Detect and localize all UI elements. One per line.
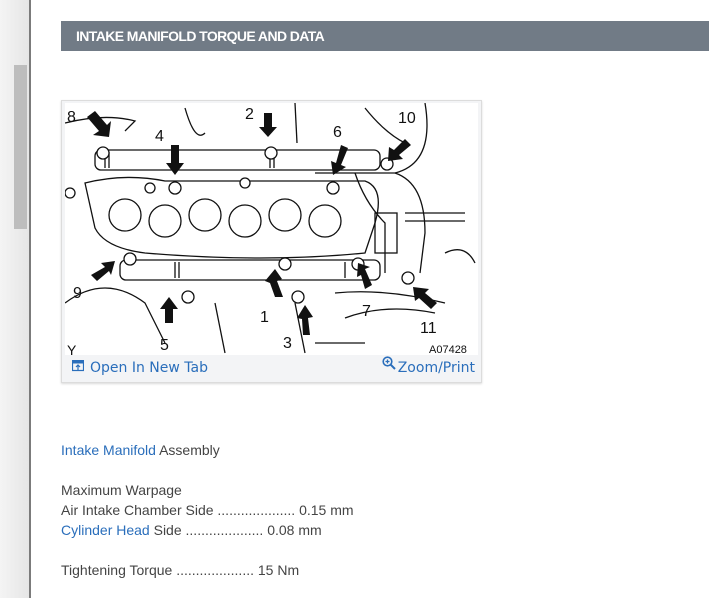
figure-action-bar: Open In New Tab Zoom/Print: [62, 355, 481, 381]
callout-7: 7: [362, 303, 371, 320]
callout-1: 1: [260, 309, 269, 326]
warpage-heading: Maximum Warpage: [61, 482, 182, 498]
open-new-tab-icon: [71, 359, 85, 376]
open-new-tab-link[interactable]: Open In New Tab: [71, 359, 208, 376]
callout-2: 2: [245, 106, 254, 123]
open-new-tab-label: Open In New Tab: [90, 360, 208, 376]
callout-11: 11: [420, 320, 437, 337]
callout-6: 6: [333, 124, 342, 141]
scrollbar-thumb[interactable]: [14, 65, 27, 229]
callout-3: 3: [283, 335, 292, 352]
corner-label: Y: [67, 342, 77, 355]
assembly-line: Intake Manifold Assembly: [61, 440, 220, 460]
callout-4: 4: [155, 128, 164, 145]
cylinder-head-suffix: Side .................... 0.08 mm: [149, 522, 322, 538]
intake-manifold-diagram[interactable]: 8 2 4 6 10 9 1 7 11 5 3 Y A07428: [65, 103, 478, 355]
callout-5: 5: [160, 337, 169, 354]
clipped-text-line: [60, 0, 700, 4]
cylinder-head-spec: Cylinder Head Side .................... …: [61, 520, 322, 540]
zoom-print-link[interactable]: Zoom/Print: [382, 356, 475, 376]
diagram-figure: 8 2 4 6 10 9 1 7 11 5 3 Y A07428 Open In…: [61, 100, 482, 383]
zoom-print-label: Zoom/Print: [397, 360, 475, 376]
section-title: INTAKE MANIFOLD TORQUE AND DATA: [76, 28, 325, 44]
callout-10: 10: [398, 110, 416, 127]
intake-manifold-link[interactable]: Intake Manifold: [61, 442, 156, 458]
left-panel-rail: [0, 0, 31, 598]
image-id-label: A07428: [429, 344, 467, 355]
callout-9: 9: [73, 285, 82, 302]
callout-8: 8: [67, 109, 76, 126]
magnifier-plus-icon: [382, 356, 396, 374]
torque-spec: Tightening Torque .................... 1…: [61, 562, 300, 578]
section-header: INTAKE MANIFOLD TORQUE AND DATA: [61, 21, 709, 51]
air-chamber-spec: Air Intake Chamber Side ................…: [61, 502, 354, 518]
assembly-suffix: Assembly: [155, 442, 220, 458]
cylinder-head-link[interactable]: Cylinder Head: [61, 522, 150, 538]
